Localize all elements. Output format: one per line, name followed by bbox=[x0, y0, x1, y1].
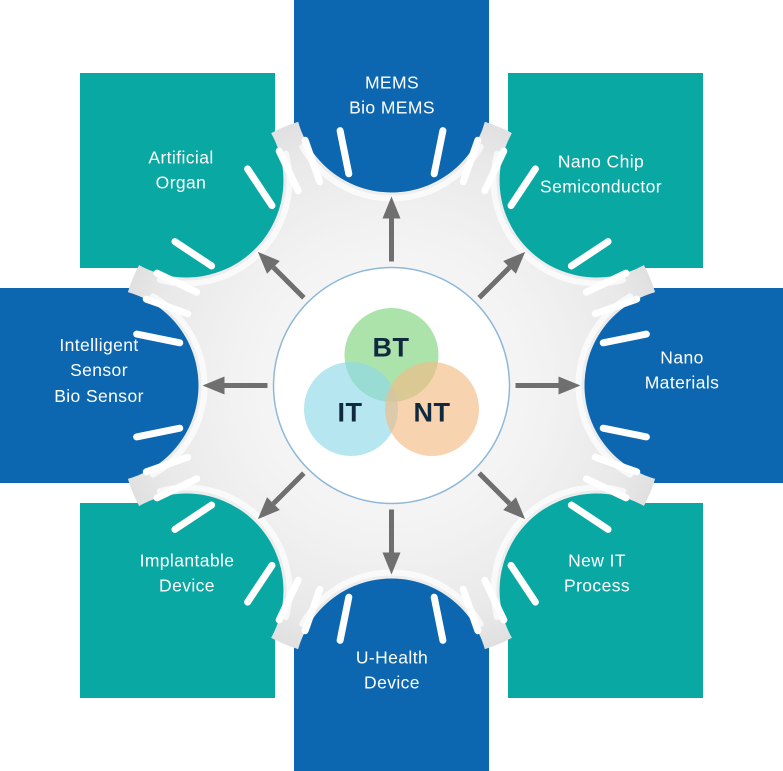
junction-slash bbox=[567, 501, 612, 533]
junction-slash bbox=[430, 593, 447, 644]
junction-slash bbox=[481, 147, 508, 195]
block-bulge-implantable-device bbox=[89, 493, 284, 688]
block-label-artificial-organ: Artificial Organ bbox=[148, 147, 214, 193]
block-bulge-new-it-process bbox=[499, 493, 694, 688]
junction-slash bbox=[244, 561, 276, 606]
junction-slash bbox=[567, 238, 612, 270]
junction-slash bbox=[591, 453, 641, 476]
junction-slash bbox=[481, 576, 508, 624]
junction-slash bbox=[430, 127, 447, 178]
junction-slash bbox=[142, 295, 192, 318]
outward-arrow-head-north-west bbox=[257, 251, 280, 274]
junction-slash bbox=[171, 238, 216, 270]
junction-slash bbox=[244, 165, 276, 210]
junction-slash bbox=[336, 593, 353, 644]
block-bulge-artificial-organ bbox=[89, 83, 284, 278]
outward-arrow-head-south-west bbox=[257, 497, 280, 520]
junction-slash bbox=[153, 475, 201, 502]
venn-circle-nt bbox=[385, 362, 479, 456]
outward-arrow-head-west bbox=[202, 376, 225, 395]
junction-slash bbox=[582, 269, 630, 296]
junction-slash bbox=[599, 330, 650, 347]
outward-arrow-head-south bbox=[382, 552, 401, 575]
outward-arrow-head-south-east bbox=[503, 497, 526, 520]
block-label-nano-materials: Nano Materials bbox=[644, 347, 720, 393]
venn-circle-it bbox=[304, 362, 398, 456]
junction-slash bbox=[507, 561, 539, 606]
outward-arrow-head-north-east bbox=[503, 251, 526, 274]
outward-arrow-head-east bbox=[558, 376, 581, 395]
outward-arrow-shaft-south-east bbox=[477, 471, 512, 506]
junction-slash bbox=[582, 475, 630, 502]
junction-slash bbox=[507, 165, 539, 210]
junction-slash bbox=[459, 136, 482, 186]
outward-arrow-head-north bbox=[382, 196, 401, 219]
junction-slash bbox=[133, 424, 184, 441]
venn-label-it: IT bbox=[337, 397, 363, 428]
junction-slash bbox=[301, 585, 324, 635]
venn-label-bt: BT bbox=[372, 332, 410, 363]
block-label-implantable-device: Implantable Device bbox=[139, 550, 235, 596]
junction-slash bbox=[142, 453, 192, 476]
venn-label-nt: NT bbox=[413, 397, 451, 428]
junction-slash bbox=[133, 330, 184, 347]
junction-slash bbox=[171, 501, 216, 533]
junction-slash bbox=[275, 576, 302, 624]
outward-arrow-shaft-north-west bbox=[271, 265, 306, 300]
block-label-nano-chip-semiconductor: Nano Chip Semiconductor bbox=[540, 151, 662, 197]
outward-arrow-shaft-south-west bbox=[271, 471, 306, 506]
block-bulge-nano-chip-semiconductor bbox=[499, 83, 694, 278]
junction-slash bbox=[301, 136, 324, 186]
junction-slash bbox=[599, 424, 650, 441]
outward-arrow-shaft-north-east bbox=[477, 265, 512, 300]
junction-slash bbox=[336, 127, 353, 178]
block-label-intelligent-sensor-bio-sensor: Intelligent Sensor Bio Sensor bbox=[54, 334, 144, 406]
block-label-u-health-device: U-Health Device bbox=[355, 647, 429, 693]
junction-slash bbox=[459, 585, 482, 635]
block-label-mems-bio-mems: MEMS Bio MEMS bbox=[349, 72, 435, 118]
block-label-new-it-process: New IT Process bbox=[563, 550, 631, 596]
junction-slash bbox=[275, 147, 302, 195]
junction-slash bbox=[591, 295, 641, 318]
junction-slash bbox=[153, 269, 201, 296]
